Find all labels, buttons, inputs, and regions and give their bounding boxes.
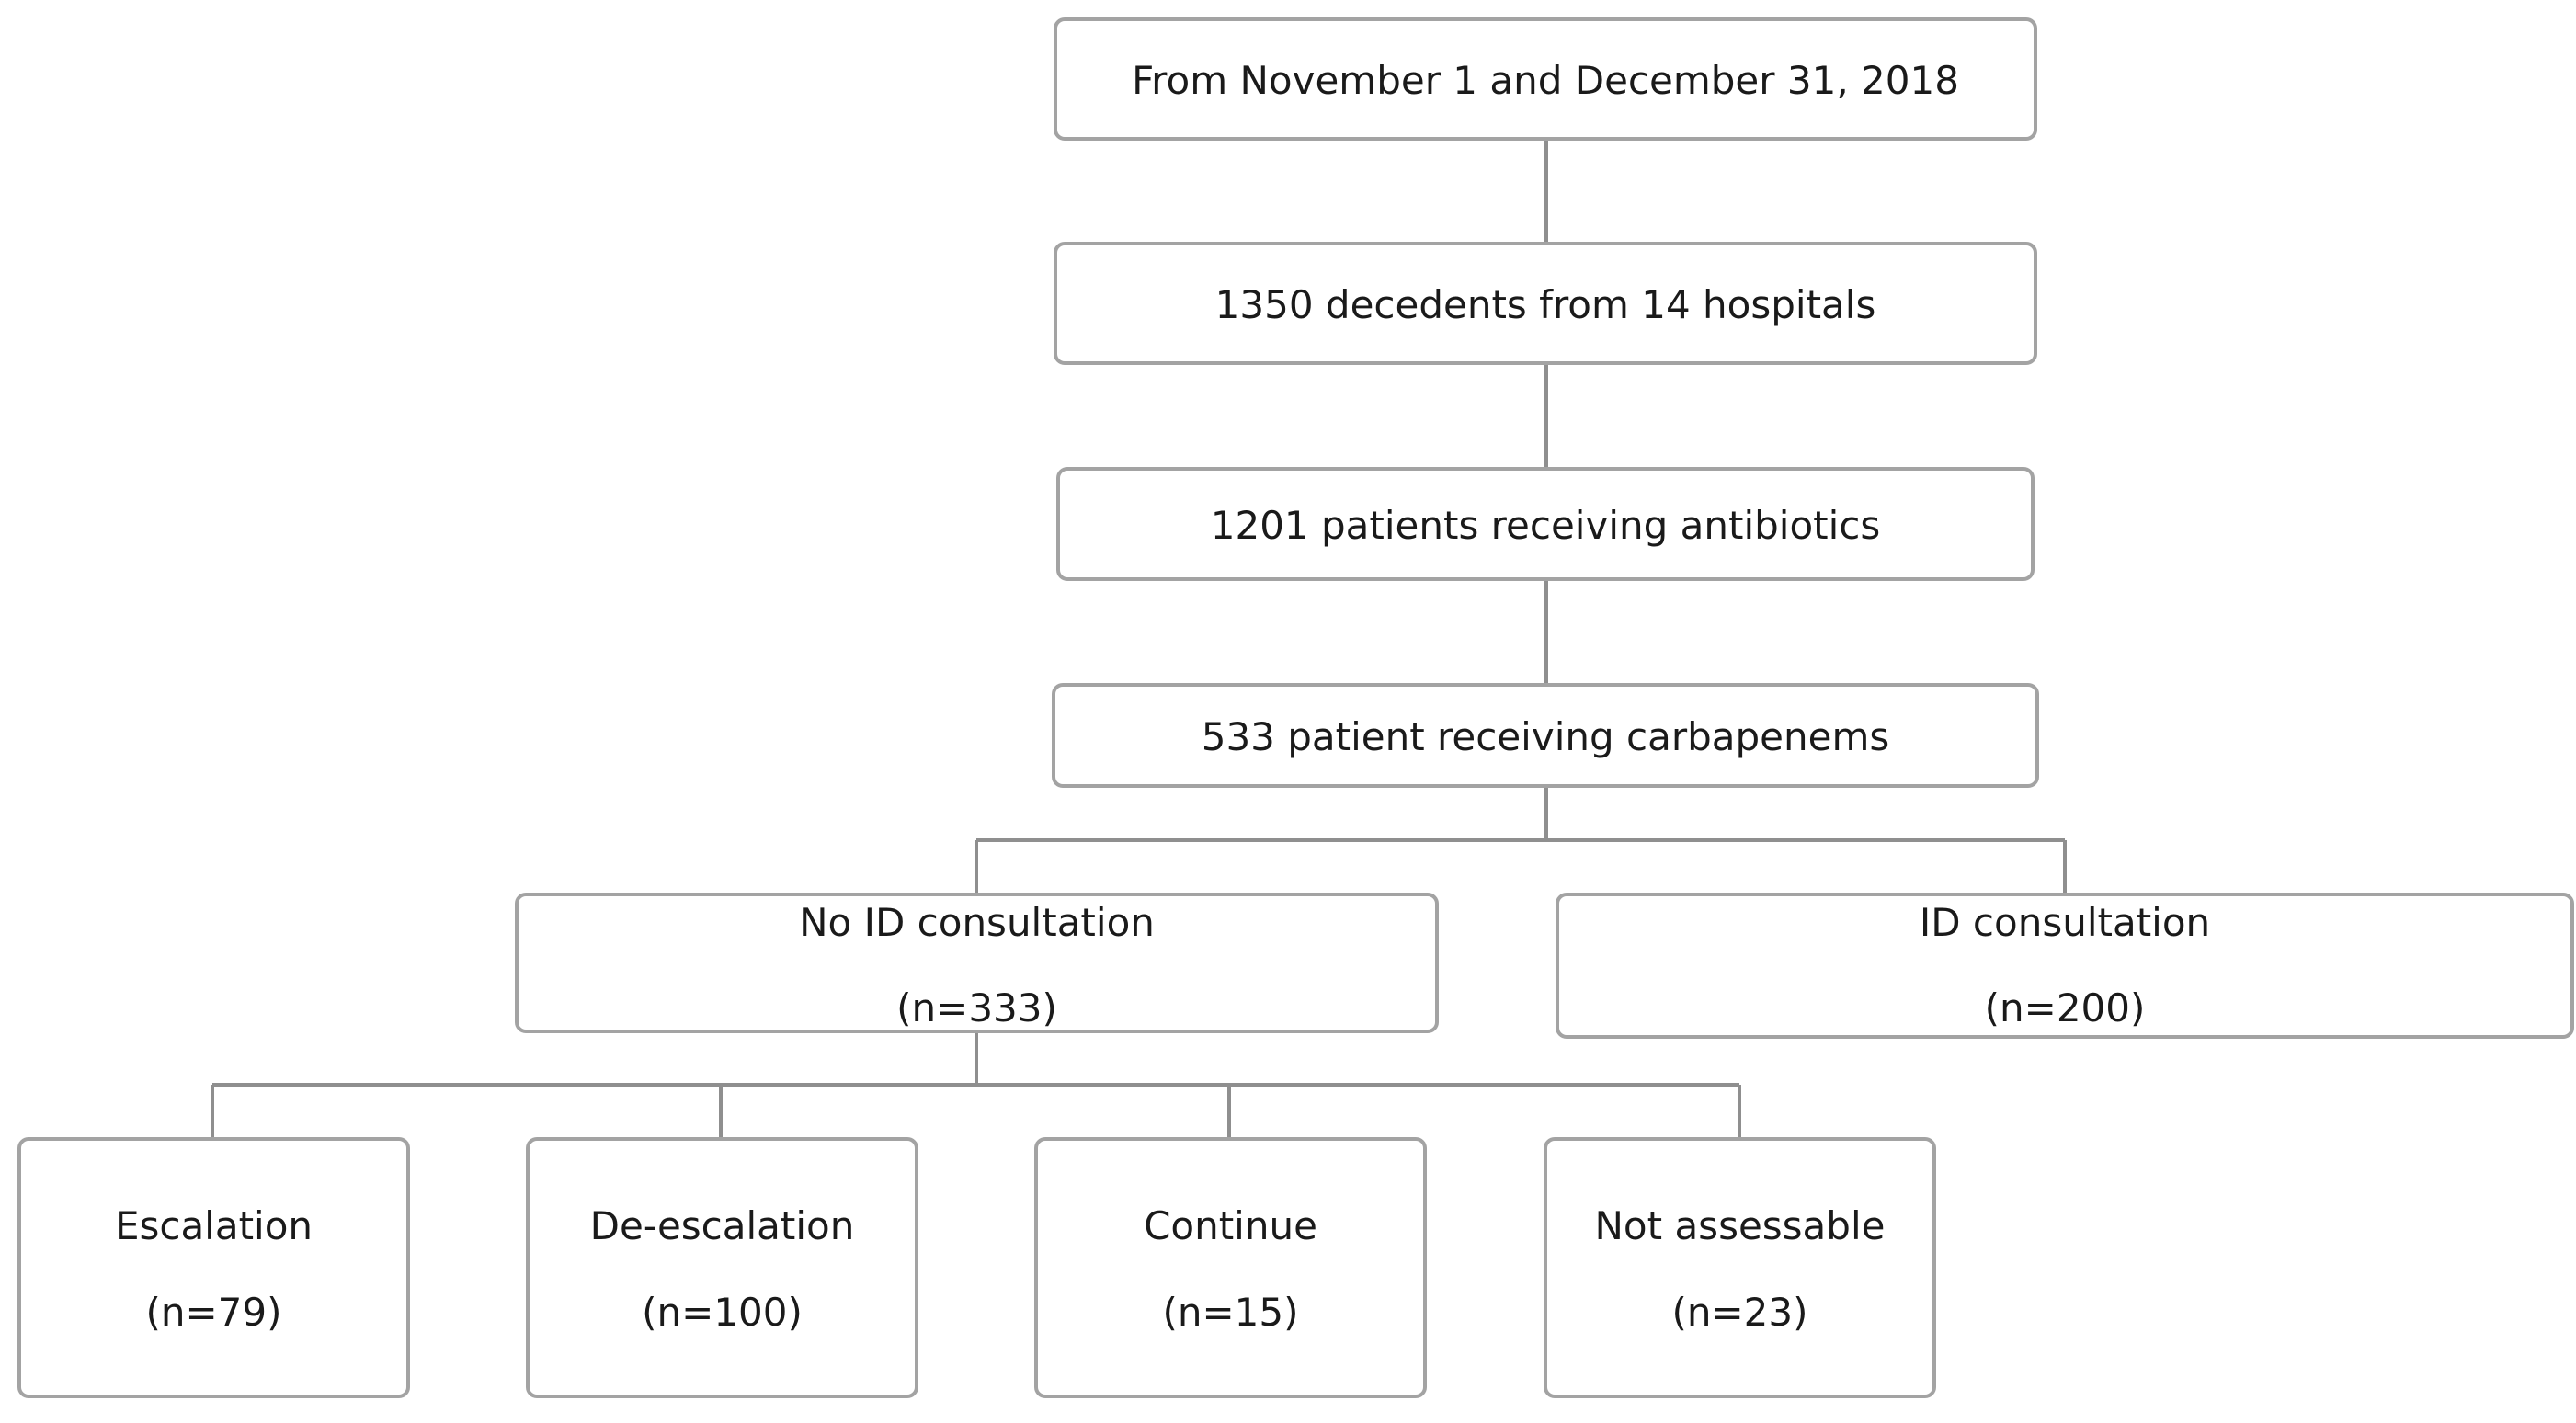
no-id-consultation-label: No ID consultation <box>799 900 1155 945</box>
outcome-count: (n=100) <box>642 1290 803 1335</box>
outcome-count: (n=79) <box>145 1290 282 1335</box>
outcome-box-de-escalation: De-escalation (n=100) <box>526 1137 918 1398</box>
period-text: From November 1 and December 31, 2018 <box>1132 58 1959 103</box>
antibiotics-box: 1201 patients receiving antibiotics <box>1056 467 2035 581</box>
outcome-box-escalation: Escalation (n=79) <box>17 1137 410 1398</box>
carbapenems-text: 533 patient receiving carbapenems <box>1201 714 1890 759</box>
outcome-count: (n=15) <box>1162 1290 1299 1335</box>
outcome-label: Continue <box>1144 1203 1317 1248</box>
antibiotics-text: 1201 patients receiving antibiotics <box>1210 503 1881 548</box>
no-id-consultation-box: No ID consultation (n=333) <box>515 893 1439 1033</box>
outcome-count: (n=23) <box>1671 1290 1808 1335</box>
decedents-text: 1350 decedents from 14 hospitals <box>1214 282 1876 327</box>
period-box: From November 1 and December 31, 2018 <box>1054 17 2037 141</box>
id-consultation-label: ID consultation <box>1919 900 2211 945</box>
outcome-label: Not assessable <box>1594 1203 1886 1248</box>
id-consultation-count: (n=200) <box>1984 985 2146 1030</box>
no-id-consultation-count: (n=333) <box>896 985 1057 1030</box>
carbapenems-box: 533 patient receiving carbapenems <box>1052 683 2039 788</box>
id-consultation-box: ID consultation (n=200) <box>1556 893 2574 1039</box>
outcome-label: Escalation <box>114 1203 313 1248</box>
outcome-label: De-escalation <box>589 1203 855 1248</box>
outcome-box-continue: Continue (n=15) <box>1034 1137 1427 1398</box>
decedents-box: 1350 decedents from 14 hospitals <box>1054 242 2037 365</box>
outcome-box-not-assessable: Not assessable (n=23) <box>1544 1137 1936 1398</box>
